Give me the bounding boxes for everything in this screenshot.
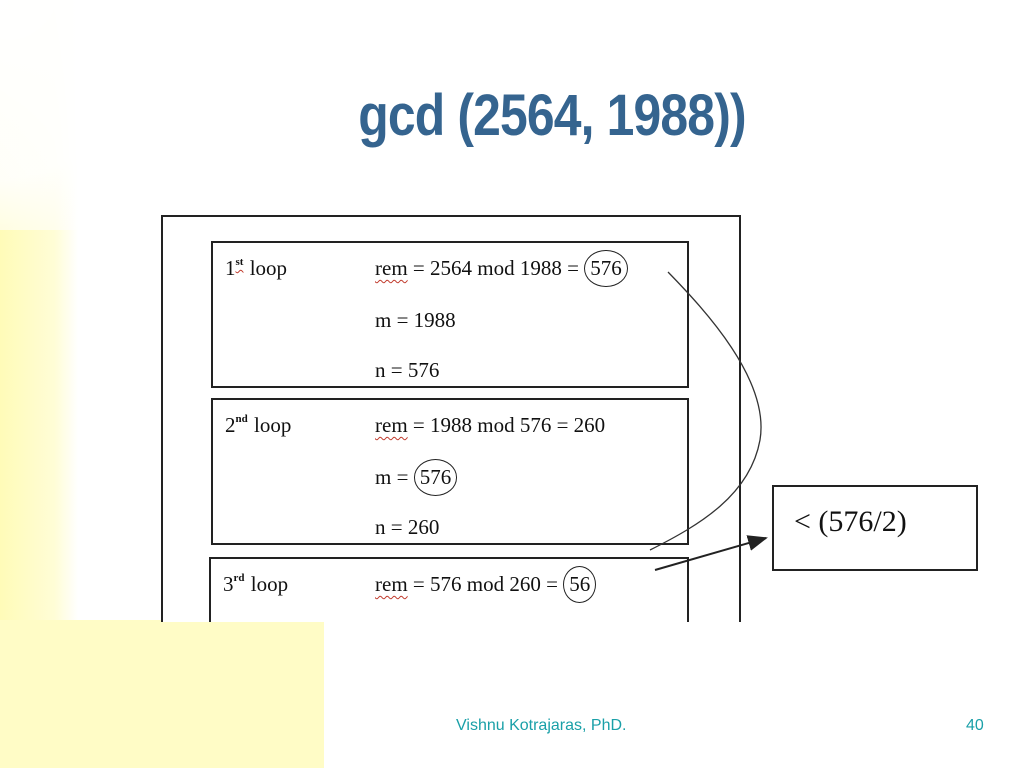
loop-ordinal: 2: [225, 413, 236, 437]
loop-ordinal-suffix: st: [235, 256, 244, 268]
rem-keyword: rem: [375, 572, 408, 596]
rem-expression: = 2564 mod 1988 =: [407, 256, 585, 280]
rem-keyword: rem: [375, 256, 408, 280]
euclid-steps-document: 1st loop rem = 2564 mod 1988 = 576 m = 1…: [161, 215, 741, 622]
m-line-2: m = 576: [375, 459, 458, 496]
loop-word: loop: [249, 256, 288, 280]
page-number: 40: [966, 717, 984, 734]
comparison-text: < (576/2): [794, 505, 907, 538]
m-line-1: m = 1988: [375, 308, 456, 332]
loop-ordinal-suffix: rd: [233, 572, 245, 584]
footer-author: Vishnu Kotrajaras, PhD.: [456, 717, 627, 734]
loop-label-2: 2nd loop: [225, 413, 291, 438]
rem-keyword: rem: [375, 413, 408, 437]
loop-box-2: 2nd loop rem = 1988 mod 576 = 260 m = 57…: [211, 398, 689, 545]
slide-title: gcd (2564, 1988)): [358, 83, 746, 148]
loop-label-3: 3rd loop: [223, 572, 288, 597]
rem-expression: = 1988 mod 576 = 260: [407, 413, 606, 437]
rem-line-2: rem = 1988 mod 576 = 260: [375, 413, 605, 438]
background-fade: [0, 0, 190, 230]
loop-word: loop: [254, 413, 292, 437]
loop-box-3: 3rd loop rem = 576 mod 260 = 56: [209, 557, 689, 622]
m-prefix: m =: [375, 465, 414, 489]
loop-ordinal-suffix: nd: [235, 413, 248, 425]
loop-box-1: 1st loop rem = 2564 mod 1988 = 576 m = 1…: [211, 241, 689, 388]
rem-expression: = 576 mod 260 =: [407, 572, 564, 596]
comparison-box: < (576/2): [772, 485, 978, 571]
rem-line-1: rem = 2564 mod 1988 = 576: [375, 250, 628, 287]
loop-ordinal: 3: [223, 572, 234, 596]
circled-m-576: 576: [413, 459, 458, 496]
n-line-1: n = 576: [375, 358, 440, 382]
arrow-to-comparison: [654, 535, 768, 571]
rem-line-3: rem = 576 mod 260 = 56: [375, 566, 597, 603]
loop-word: loop: [250, 572, 289, 596]
loop-ordinal: 1: [225, 256, 236, 280]
background-accent-bottom: [0, 620, 324, 768]
circled-remainder-576: 576: [584, 250, 628, 287]
n-line-2: n = 260: [375, 515, 440, 539]
loop-label-1: 1st loop: [225, 256, 287, 281]
circled-remainder-56: 56: [563, 566, 597, 603]
curved-connector-line: [649, 271, 762, 551]
